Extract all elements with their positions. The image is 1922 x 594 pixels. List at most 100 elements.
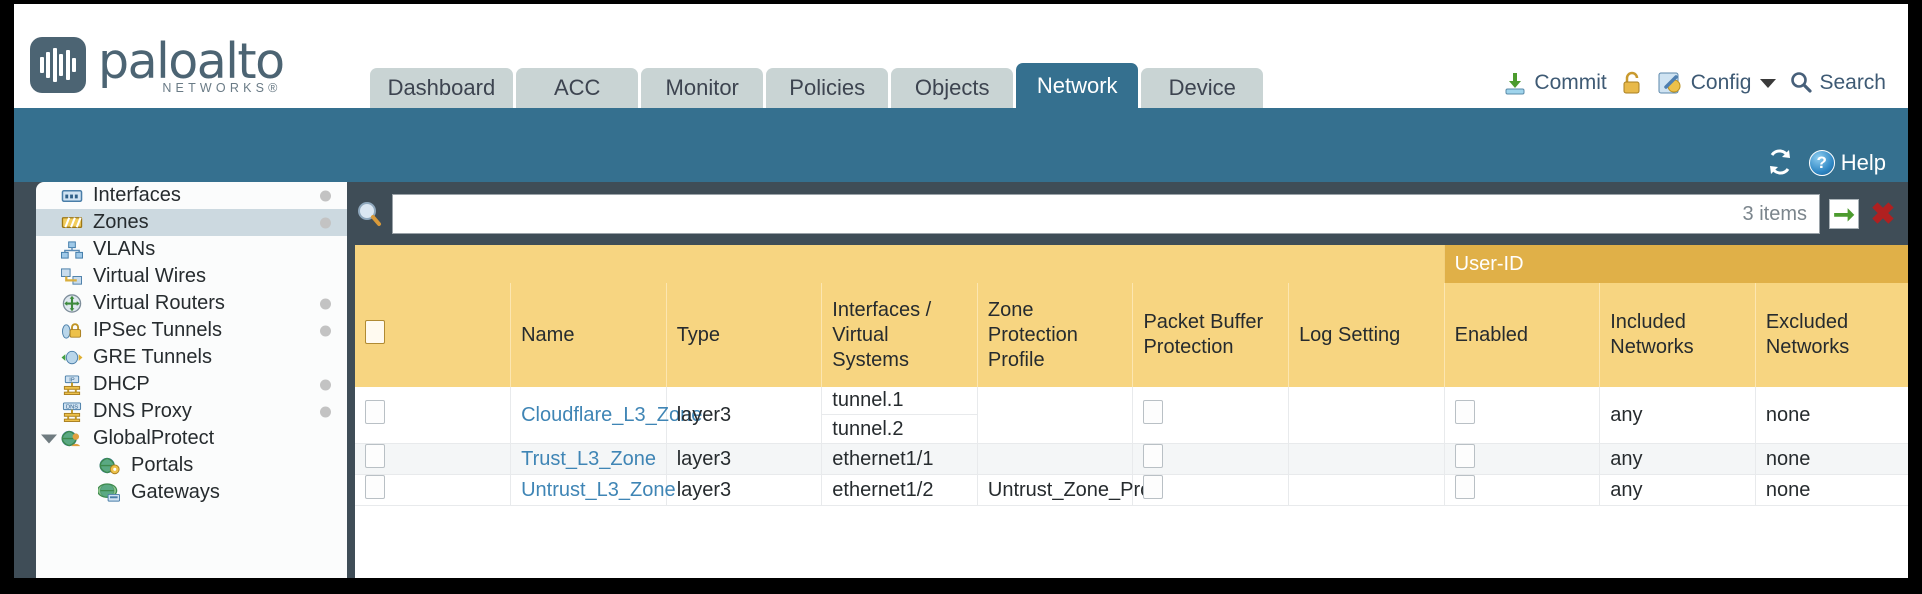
- search-filter-icon[interactable]: [355, 200, 383, 228]
- tab-monitor[interactable]: Monitor: [641, 68, 764, 108]
- sidebar-item-label: Virtual Wires: [93, 265, 206, 287]
- row-checkbox[interactable]: [365, 475, 385, 499]
- packet-buffer-protection-checkbox[interactable]: [1143, 400, 1164, 424]
- status-dot-icon: [320, 325, 331, 336]
- sidebar-item-zones[interactable]: Zones: [36, 209, 347, 236]
- included-networks: any: [1610, 478, 1643, 501]
- cell-log-setting: [1288, 443, 1445, 475]
- included-networks: any: [1610, 403, 1643, 426]
- sidebar-item-label: Gateways: [131, 481, 220, 503]
- sidebar-item-label: GRE Tunnels: [93, 346, 212, 368]
- excluded-networks: none: [1765, 478, 1811, 501]
- clear-filter-button[interactable]: ✖: [1870, 197, 1896, 231]
- column-header-enabled[interactable]: Enabled: [1443, 283, 1600, 387]
- tab-label: Objects: [914, 75, 990, 100]
- apply-filter-button[interactable]: ➞: [1829, 199, 1859, 229]
- cell-type: layer3: [665, 387, 822, 444]
- config-menu[interactable]: Config: [1657, 70, 1777, 96]
- userid-enabled-checkbox[interactable]: [1454, 475, 1475, 499]
- cell-packet-buffer-protection: [1132, 474, 1289, 506]
- select-all-checkbox[interactable]: [365, 319, 385, 344]
- tab-network[interactable]: Network: [1016, 63, 1139, 108]
- search-row: 3 items ➞ ✖: [355, 194, 1908, 234]
- packet-buffer-protection-checkbox[interactable]: [1143, 475, 1164, 499]
- status-dot-icon: [320, 190, 331, 201]
- row-checkbox[interactable]: [365, 444, 385, 468]
- lock-icon[interactable]: [1620, 70, 1644, 96]
- cell-included-networks: any: [1599, 443, 1756, 475]
- sidebar-item-label: Virtual Routers: [93, 292, 225, 314]
- userid-enabled-checkbox[interactable]: [1454, 444, 1475, 468]
- sidebar-item-label: DNS Proxy: [93, 400, 192, 422]
- zones-icon: [61, 216, 83, 228]
- zone-name-link[interactable]: Trust_L3_Zone: [521, 447, 656, 470]
- svg-text:IP: IP: [69, 377, 75, 383]
- refresh-icon[interactable]: [1765, 148, 1795, 176]
- zone-name-link[interactable]: Untrust_L3_Zone: [521, 478, 676, 501]
- cell-log-setting: [1288, 474, 1445, 506]
- row-select-cell: [355, 387, 511, 444]
- brand-name: paloalto: [98, 32, 285, 90]
- select-all-header: [355, 283, 511, 387]
- sidebar-item-label: Portals: [131, 454, 194, 476]
- portals-icon: [99, 457, 120, 474]
- tab-label: ACC: [553, 75, 601, 100]
- sidebar-item-virtual-wires[interactable]: Virtual Wires: [36, 263, 347, 290]
- column-header-excluded-networks[interactable]: Excluded Networks: [1754, 283, 1908, 387]
- column-header-log-setting[interactable]: Log Setting: [1288, 283, 1445, 387]
- cell-included-networks: any: [1599, 474, 1756, 506]
- cell-name: Untrust_L3_Zone: [510, 474, 676, 506]
- tab-dashboard[interactable]: Dashboard: [369, 68, 514, 108]
- sidebar-item-gre-tunnels[interactable]: GRE Tunnels: [36, 344, 347, 371]
- help-button[interactable]: ? Help: [1808, 150, 1886, 176]
- sidebar-item-ipsec-tunnels[interactable]: IPSec Tunnels: [36, 317, 347, 344]
- search-button[interactable]: Search: [1789, 70, 1886, 96]
- column-header-packet-buffer-protection[interactable]: Packet Buffer Protection: [1132, 283, 1289, 387]
- expander-triangle-icon[interactable]: [41, 434, 57, 443]
- row-select-cell: [355, 443, 511, 475]
- interface-entry: tunnel.1: [822, 387, 977, 415]
- sidebar-item-virtual-routers[interactable]: Virtual Routers: [36, 290, 347, 317]
- userid-enabled-checkbox[interactable]: [1454, 400, 1475, 424]
- tab-policies[interactable]: Policies: [766, 68, 889, 108]
- packet-buffer-protection-checkbox[interactable]: [1143, 444, 1164, 468]
- tab-acc[interactable]: ACC: [516, 68, 639, 108]
- tab-device[interactable]: Device: [1141, 68, 1264, 108]
- cell-name: Trust_L3_Zone: [510, 443, 667, 475]
- zone-name-link[interactable]: Cloudflare_L3_Zone: [521, 403, 703, 426]
- sidebar-item-gateways[interactable]: Gateways: [36, 479, 347, 506]
- interface-entry: tunnel.2: [832, 417, 904, 440]
- group-header-row: User-ID: [355, 245, 1908, 283]
- row-checkbox[interactable]: [365, 400, 385, 424]
- sidebar-item-interfaces[interactable]: Interfaces: [36, 182, 347, 209]
- row-select-cell: [355, 474, 511, 506]
- column-header-name[interactable]: Name: [510, 283, 667, 387]
- tab-label: Device: [1168, 75, 1236, 100]
- sidebar-item-globalprotect[interactable]: GlobalProtect: [36, 425, 347, 452]
- dhcp-icon: IP: [63, 374, 81, 395]
- commit-label: Commit: [1534, 71, 1607, 94]
- item-count: 3 items: [1742, 202, 1807, 225]
- search-input[interactable]: 3 items: [392, 194, 1820, 234]
- column-header-type[interactable]: Type: [665, 283, 822, 387]
- column-header-zone-protection-profile[interactable]: Zone Protection Profile: [976, 283, 1133, 387]
- column-header-interfaces-virtual-systems[interactable]: Interfaces / Virtual Systems: [821, 283, 978, 387]
- sidebar-item-portals[interactable]: Portals: [36, 452, 347, 479]
- sub-header-band: ? Help: [14, 108, 1908, 182]
- cell-excluded-networks: none: [1754, 474, 1908, 506]
- tab-objects[interactable]: Objects: [891, 68, 1014, 108]
- sidebar-item-vlans[interactable]: VLANs: [36, 236, 347, 263]
- commit-button[interactable]: Commit: [1502, 70, 1607, 96]
- column-header-included-networks[interactable]: Included Networks: [1599, 283, 1756, 387]
